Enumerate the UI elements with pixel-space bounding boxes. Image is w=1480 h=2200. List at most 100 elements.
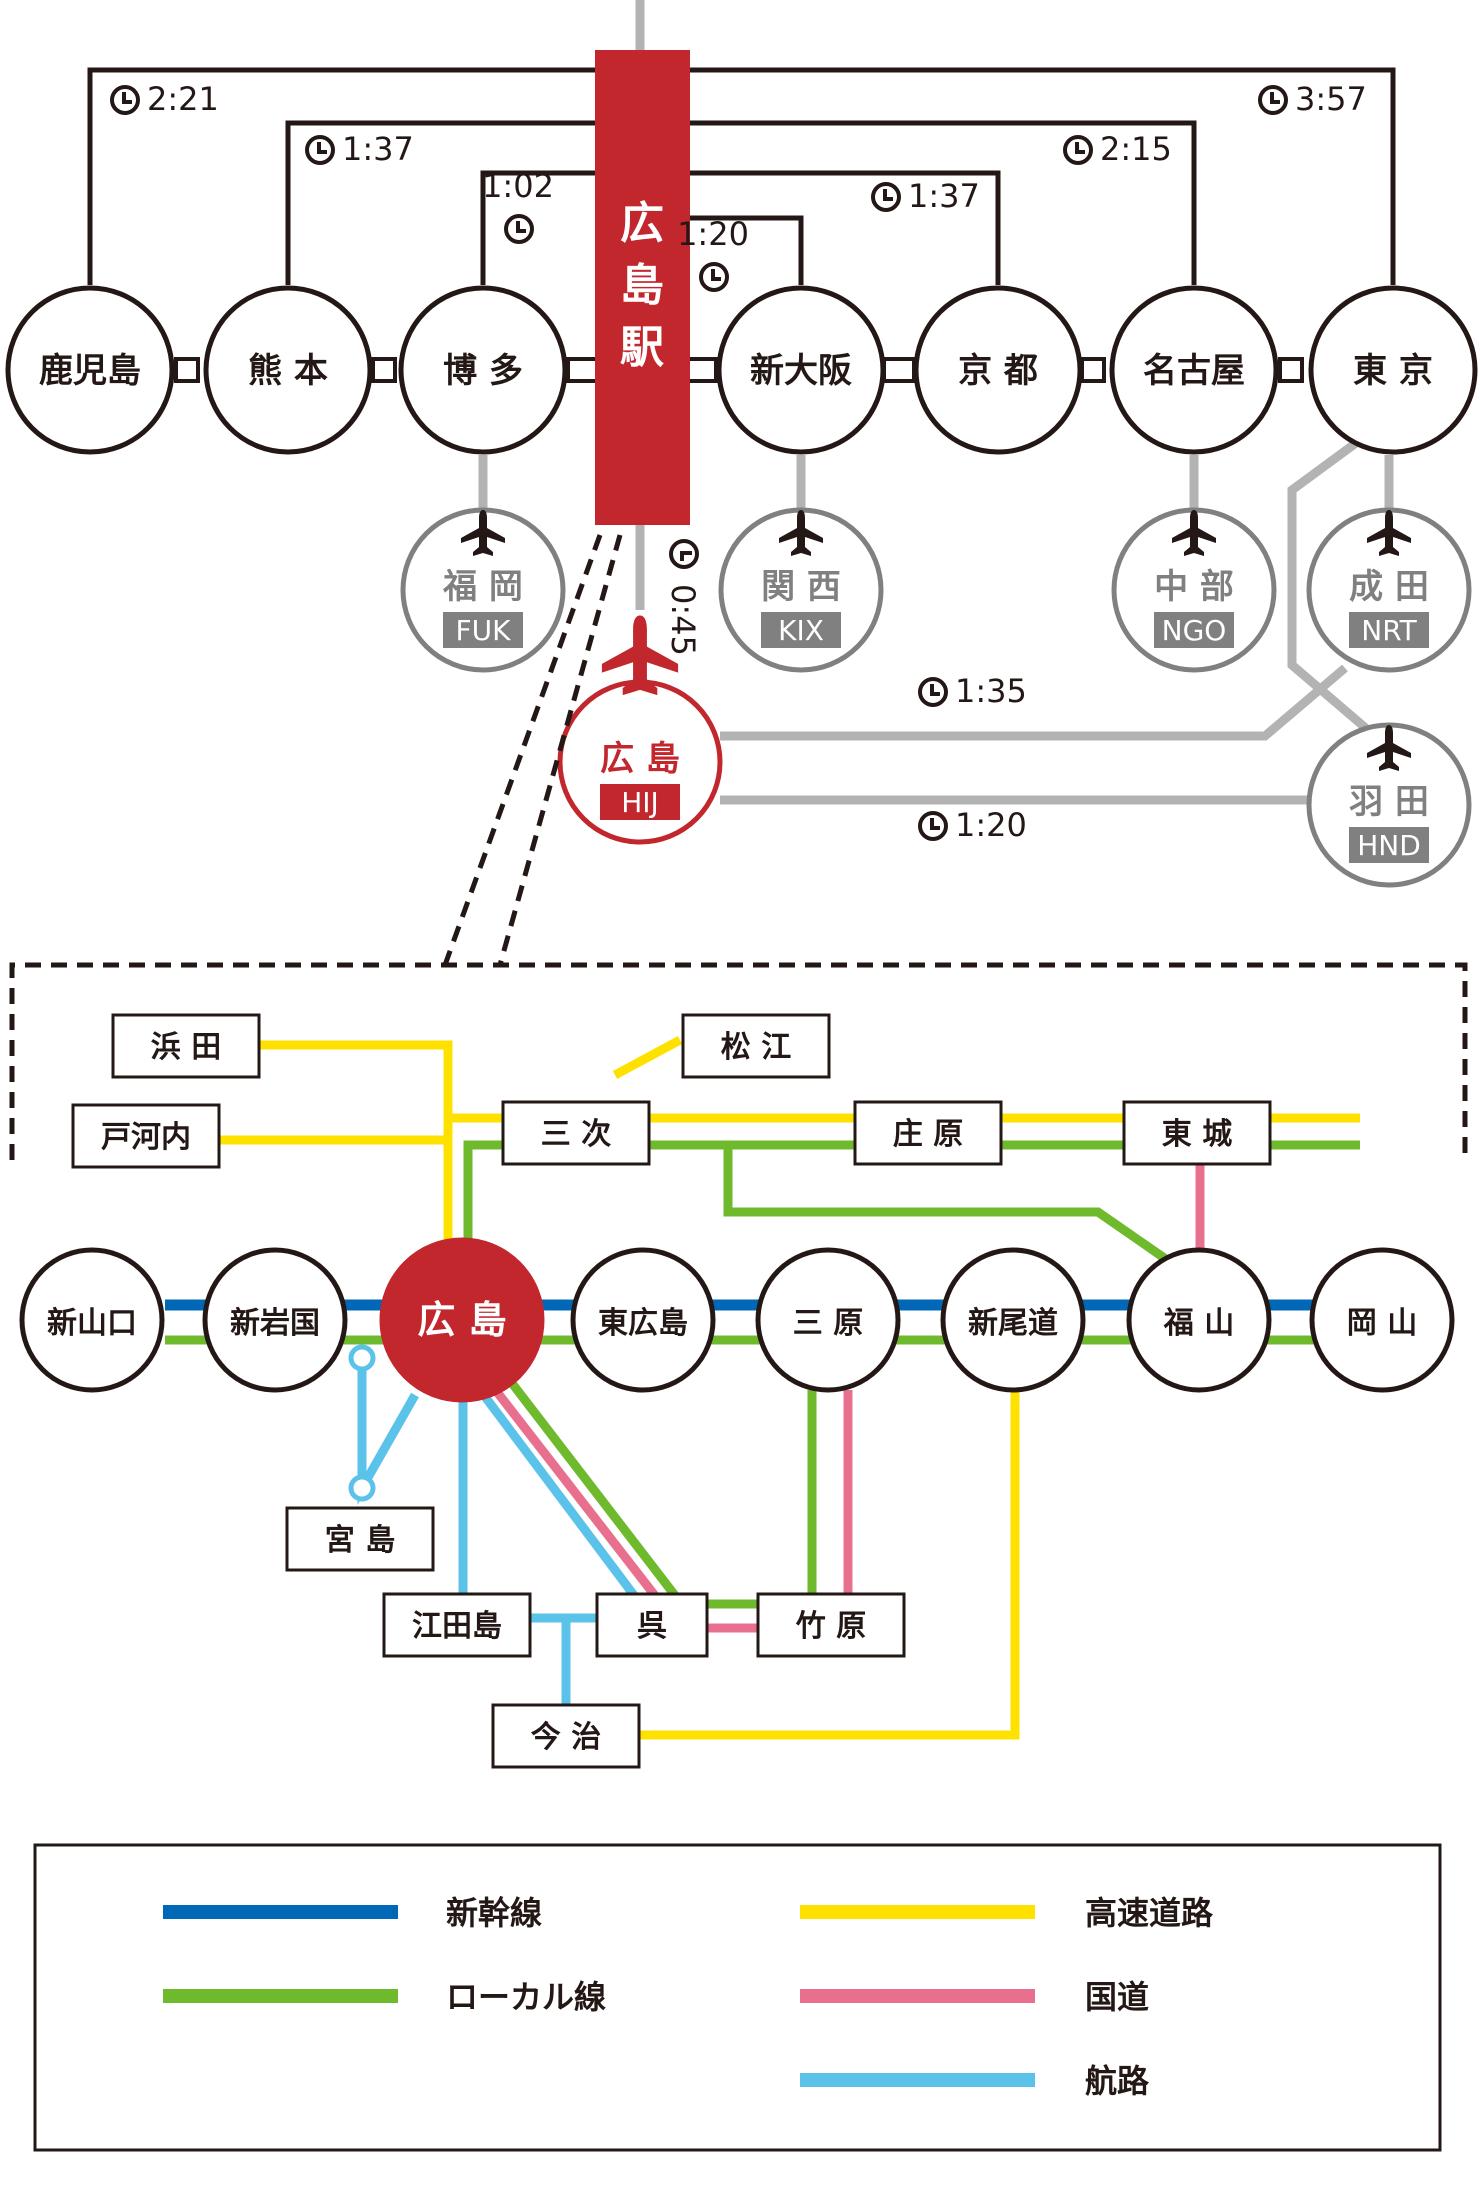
- station-label: 広 島: [417, 1298, 506, 1342]
- route-hakata: [480, 170, 1001, 285]
- airport-code-badge: [1349, 827, 1429, 863]
- airport-code: HND: [1357, 829, 1421, 862]
- station-higashihiroshima: 東広島: [570, 1247, 716, 1393]
- station-shiniwakuni: 新岩国: [202, 1247, 348, 1393]
- travel-time-label: 2:15: [1100, 130, 1172, 168]
- station-circle: [755, 1247, 901, 1393]
- station-circle: [716, 285, 886, 455]
- travel-time-label: 1:02: [482, 167, 554, 205]
- station-hakata: 博 多: [398, 285, 568, 455]
- place-box: [382, 1592, 532, 1658]
- station-circle: [5, 285, 175, 455]
- station-nagoya: 名古屋: [1109, 285, 1279, 455]
- travel-time-kumamoto: 1:37: [305, 130, 414, 168]
- station-label: 新岩国: [230, 1306, 320, 1341]
- station-label: 名古屋: [1143, 351, 1245, 391]
- legend-label: 高速道路: [1085, 1894, 1214, 1932]
- airport-code: NRT: [1361, 614, 1417, 647]
- travel-time-kagoshima: 2:21: [110, 80, 219, 118]
- station-label: 三 原: [793, 1306, 863, 1341]
- place-kure: 呉: [595, 1592, 709, 1658]
- clock-icon: [1063, 135, 1093, 165]
- travel-time-label: 1:20: [677, 215, 749, 253]
- station-kumamoto: 熊 本: [203, 285, 373, 455]
- travel-time-label: 1:37: [908, 177, 980, 215]
- station-circle: [398, 285, 568, 455]
- airport-name: 福 岡: [442, 567, 523, 607]
- station-mihara: 三 原: [755, 1247, 901, 1393]
- legend-item-national_road: 国道: [800, 1978, 1149, 2016]
- route-kagoshima: [87, 67, 1396, 285]
- clock-icon: [305, 135, 335, 165]
- place-label: 三 次: [541, 1117, 611, 1152]
- travel-time-hij_haneda: 1:20: [918, 806, 1027, 844]
- place-miyoshi: 三 次: [501, 1100, 651, 1166]
- legend-label: 新幹線: [446, 1894, 542, 1932]
- place-takehara: 竹 原: [756, 1592, 906, 1658]
- station-circle: [19, 1247, 165, 1393]
- place-label: 浜 田: [151, 1030, 221, 1065]
- station-label: 福 山: [1163, 1306, 1234, 1341]
- station-shinyamaguchi: 新山口: [19, 1247, 165, 1393]
- airport-name: 中 部: [1154, 567, 1234, 607]
- station-fukuyama: 福 山: [1126, 1247, 1272, 1393]
- route-kumamoto: [285, 120, 1197, 285]
- travel-time-hij_narita: 1:35: [918, 672, 1027, 710]
- place-box: [681, 1013, 831, 1079]
- station-circle: [1309, 1247, 1455, 1393]
- airport-code: KIX: [778, 614, 824, 647]
- flight-hij-nrt: [720, 664, 1348, 741]
- airport-code-badge: [761, 612, 841, 648]
- place-box: [595, 1592, 709, 1658]
- place-box: [756, 1592, 906, 1658]
- travel-time-label: 3:57: [1295, 80, 1367, 118]
- place-box: [285, 1506, 435, 1572]
- station-label: 東広島: [598, 1306, 688, 1341]
- station-circle: [1308, 285, 1478, 455]
- travel-times: 2:21 1:37 1:02 1:20 1:37 2:15 3:57 0:45 1:35 1:20: [110, 80, 1367, 844]
- station-label: 新山口: [47, 1306, 137, 1341]
- place-box: [501, 1100, 651, 1166]
- station-label: 新大阪: [750, 351, 852, 391]
- travel-time-tokyo: 3:57: [1258, 80, 1367, 118]
- top-stations: 鹿児島 熊 本 博 多 新大阪 京 都 名古屋 東 京: [5, 285, 1478, 455]
- place-label: 竹 原: [796, 1609, 866, 1644]
- legend-item-local: ローカル線: [163, 1978, 606, 2016]
- place-box: [491, 1703, 641, 1769]
- travel-time-label: 0:45: [664, 584, 702, 656]
- place-label: 庄 原: [893, 1117, 963, 1152]
- airport-code: FUK: [456, 614, 512, 647]
- place-tojo: 東 城: [1122, 1100, 1272, 1166]
- station-circle: [1126, 1247, 1272, 1393]
- station-okayama: 岡 山: [1309, 1247, 1455, 1393]
- station-circle: [570, 1247, 716, 1393]
- clock-icon: [504, 214, 534, 244]
- station-shinosaka: 新大阪: [716, 285, 886, 455]
- clock-icon: [699, 262, 729, 292]
- travel-time-shinosaka: 1:20: [677, 215, 749, 292]
- station-label: 熊 本: [248, 351, 328, 391]
- station-label: 岡 山: [1347, 1306, 1417, 1341]
- station-circle: [940, 1247, 1086, 1393]
- station-circle: [913, 285, 1083, 455]
- place-shobara: 庄 原: [853, 1100, 1003, 1166]
- place-label: 呉: [637, 1609, 667, 1644]
- place-label: 宮 島: [325, 1523, 395, 1558]
- legend-item-ferry: 航路: [800, 2062, 1150, 2100]
- place-matsue: 松 江: [681, 1013, 831, 1079]
- station-hiroshima: 広 島: [379, 1237, 545, 1403]
- clock-icon: [918, 677, 948, 707]
- station-label: 鹿児島: [39, 351, 141, 391]
- station-circle: [379, 1237, 545, 1403]
- hub-label: 広島駅: [620, 198, 664, 373]
- travel-time-kyoto: 1:37: [871, 177, 980, 215]
- station-label: 京 都: [958, 351, 1038, 391]
- place-label: 戸河内: [101, 1120, 191, 1155]
- station-tokyo: 東 京: [1308, 285, 1478, 455]
- place-hamada: 浜 田: [111, 1013, 261, 1079]
